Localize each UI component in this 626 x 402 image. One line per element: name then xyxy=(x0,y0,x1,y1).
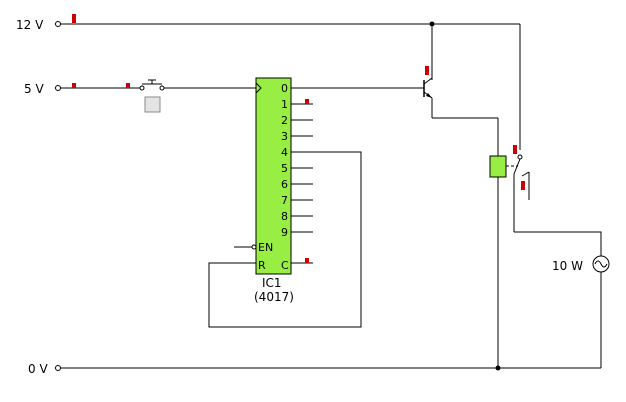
rail-label-0v: 0 V xyxy=(28,362,48,376)
switch-press-button[interactable] xyxy=(144,96,161,113)
probe-relay-common[interactable] xyxy=(513,145,517,154)
clock-indicator xyxy=(255,82,262,94)
ic-name: IC1 xyxy=(262,276,282,290)
ic-4017-body[interactable] xyxy=(255,77,292,275)
probe-5v[interactable] xyxy=(72,83,76,88)
rail-label-12v: 12 V xyxy=(16,18,44,32)
pin-label-output-0: 0 xyxy=(281,82,288,95)
npn-transistor[interactable] xyxy=(423,77,498,119)
push-switch[interactable] xyxy=(139,79,165,91)
pin-label-reset: R xyxy=(258,259,266,272)
relay-contacts[interactable] xyxy=(513,154,530,232)
rail-label-5v: 5 V xyxy=(24,82,44,96)
rail-0v xyxy=(60,365,601,371)
pin-label-output-4: 4 xyxy=(281,146,288,159)
reset-loop-wire xyxy=(208,151,362,328)
rail-12v xyxy=(60,21,521,150)
pin-label-output-7: 7 xyxy=(281,194,288,207)
ic-output-pins: 0 1 2 3 4 5 6 7 8 9 xyxy=(281,82,313,239)
pin-label-output-9: 9 xyxy=(281,226,288,239)
load-label: 10 W xyxy=(552,259,583,273)
probe-transistor-collector[interactable] xyxy=(425,66,429,75)
probe-switch-input[interactable] xyxy=(126,83,130,88)
terminal-5v[interactable] xyxy=(55,85,61,91)
pin-label-output-5: 5 xyxy=(281,162,288,175)
pin-label-output-1: 1 xyxy=(281,98,288,111)
load-top-wire xyxy=(514,231,602,256)
relay-coil[interactable] xyxy=(489,155,507,178)
lamp-filament-icon xyxy=(594,260,608,268)
pin-label-en: EN xyxy=(258,241,273,254)
pin-label-carry: C xyxy=(281,259,289,272)
probe-output-1[interactable] xyxy=(305,99,309,104)
pin-label-output-3: 3 xyxy=(281,130,288,143)
en-inversion-bubble xyxy=(251,244,257,250)
pin-label-output-2: 2 xyxy=(281,114,288,127)
probe-relay-nc[interactable] xyxy=(521,181,525,190)
terminal-12v[interactable] xyxy=(55,21,61,27)
pin-label-output-6: 6 xyxy=(281,178,288,191)
terminal-0v[interactable] xyxy=(55,365,61,371)
ic-part: (4017) xyxy=(254,290,294,304)
probe-carry[interactable] xyxy=(305,258,309,263)
probe-12v[interactable] xyxy=(72,14,76,23)
pin-label-output-8: 8 xyxy=(281,210,288,223)
